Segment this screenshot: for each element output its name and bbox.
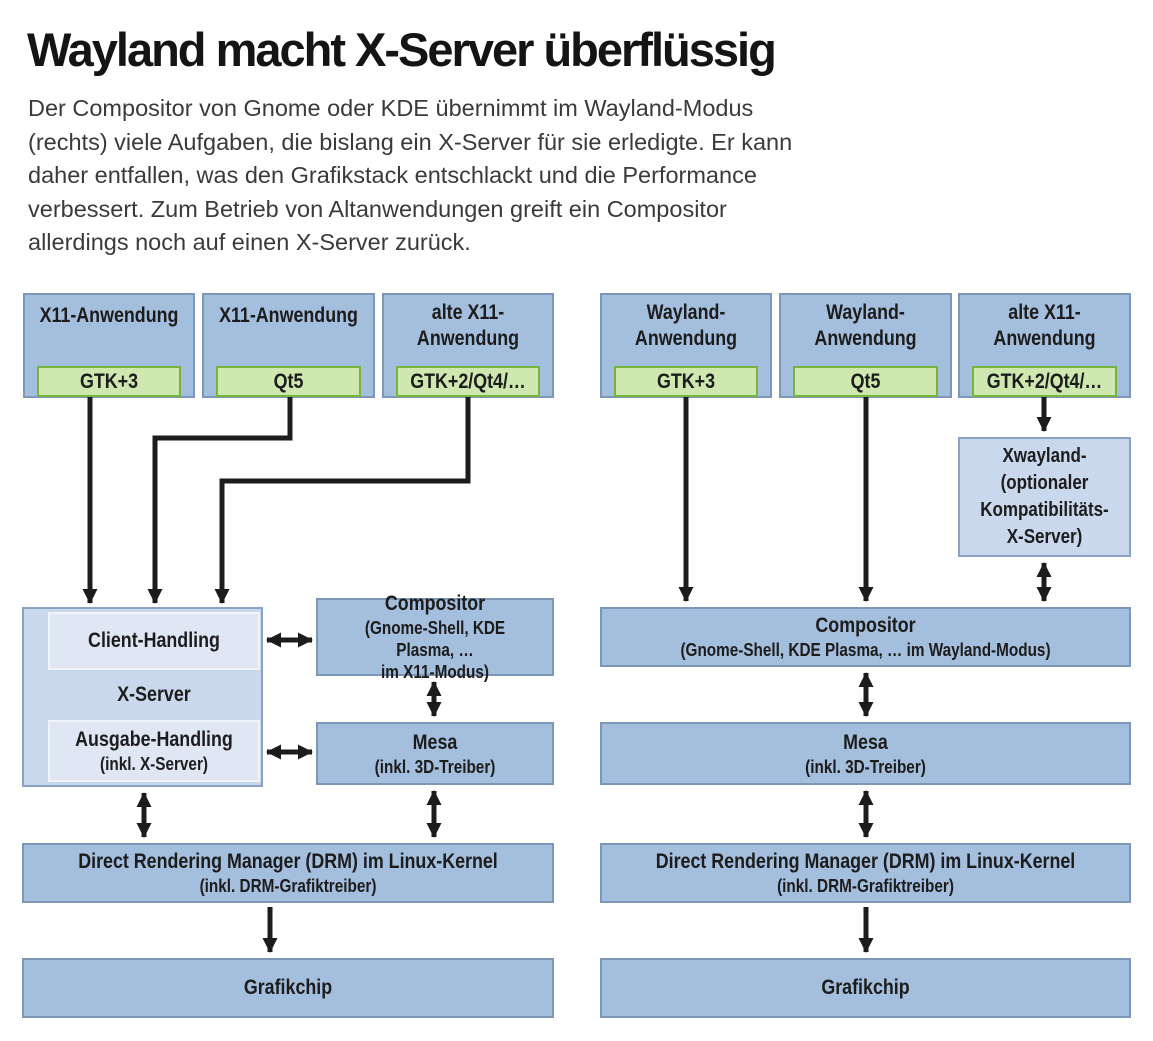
mesa-sub: (inkl. 3D-Treiber) bbox=[805, 756, 926, 777]
arrow-oldx11-to-xserver bbox=[214, 397, 471, 604]
client-handling-box: Client-Handling bbox=[48, 612, 260, 670]
intro-paragraph: Der Compositor von Gnome oder KDE überni… bbox=[28, 95, 793, 255]
client-handling-label: Client-Handling bbox=[88, 629, 220, 652]
toolkit-box-gtk2-qt4-right: GTK+2/Qt4/… bbox=[972, 366, 1117, 397]
compositor-sub: (Gnome-Shell, KDE Plasma, … im X11-Modus… bbox=[364, 618, 506, 682]
drm-title: Direct Rendering Manager (DRM) im Linux-… bbox=[655, 850, 1076, 873]
xwayland-label: Xwayland- (optionaler Kompatibilitäts- X… bbox=[980, 445, 1109, 548]
grafikchip-box-left: Grafikchip bbox=[22, 958, 554, 1018]
compositor-sub: (Gnome-Shell, KDE Plasma, … im Wayland-M… bbox=[680, 640, 1051, 660]
xserver-label: X-Server bbox=[117, 683, 191, 706]
mesa-box-left: Mesa (inkl. 3D-Treiber) bbox=[316, 722, 554, 785]
drm-title: Direct Rendering Manager (DRM) im Linux-… bbox=[78, 850, 498, 873]
toolkit-label: GTK+3 bbox=[79, 369, 139, 393]
wayland-app-box-1: Wayland- Anwendung GTK+3 bbox=[600, 293, 772, 398]
app-title: Wayland- Anwendung bbox=[634, 301, 738, 350]
toolkit-label: Qt5 bbox=[850, 369, 881, 393]
toolkit-label: GTK+2/Qt4/… bbox=[986, 369, 1103, 393]
grafikchip-label: Grafikchip bbox=[821, 976, 910, 999]
toolkit-box-qt5: Qt5 bbox=[216, 366, 361, 397]
toolkit-box-gtk3: GTK+3 bbox=[37, 366, 181, 397]
compositor-title: Compositor bbox=[815, 614, 916, 637]
toolkit-box-qt5-right: Qt5 bbox=[793, 366, 938, 397]
app-title: alte X11- Anwendung bbox=[416, 301, 520, 350]
xserver-label-area: X-Server bbox=[48, 670, 260, 720]
compositor-box-right: Compositor (Gnome-Shell, KDE Plasma, … i… bbox=[600, 607, 1131, 667]
drm-box-right: Direct Rendering Manager (DRM) im Linux-… bbox=[600, 843, 1131, 903]
xserver-box: Client-Handling X-Server Ausgabe-Handlin… bbox=[22, 607, 263, 787]
old-x11-app-box-right: alte X11- Anwendung GTK+2/Qt4/… bbox=[958, 293, 1131, 398]
toolkit-box-gtk3-right: GTK+3 bbox=[614, 366, 758, 397]
app-title: X11-Anwendung bbox=[219, 304, 358, 327]
toolkit-label: GTK+2/Qt4/… bbox=[410, 369, 526, 393]
mesa-box-right: Mesa (inkl. 3D-Treiber) bbox=[600, 722, 1131, 785]
toolkit-label: GTK+3 bbox=[656, 369, 716, 393]
drm-box-left: Direct Rendering Manager (DRM) im Linux-… bbox=[22, 843, 554, 903]
old-x11-app-box-left: alte X11- Anwendung GTK+2/Qt4/… bbox=[382, 293, 554, 398]
grafikchip-box-right: Grafikchip bbox=[600, 958, 1131, 1018]
toolkit-box-gtk2-qt4: GTK+2/Qt4/… bbox=[396, 366, 540, 397]
mesa-title: Mesa bbox=[843, 730, 888, 754]
app-title: Wayland- Anwendung bbox=[814, 301, 917, 350]
output-handling-box: Ausgabe-Handling (inkl. X-Server) bbox=[48, 720, 260, 782]
app-title: X11-Anwendung bbox=[39, 304, 179, 327]
output-handling-sub: (inkl. X-Server) bbox=[99, 754, 208, 774]
mesa-title: Mesa bbox=[412, 730, 458, 754]
wayland-app-box-2: Wayland- Anwendung Qt5 bbox=[779, 293, 952, 398]
arrow-qt5-to-xserver bbox=[147, 397, 293, 604]
grafikchip-label: Grafikchip bbox=[243, 976, 333, 999]
app-title: alte X11- Anwendung bbox=[993, 301, 1096, 350]
toolkit-label: Qt5 bbox=[273, 369, 304, 393]
drm-sub: (inkl. DRM-Grafiktreiber) bbox=[199, 876, 377, 896]
page-title: Wayland macht X-Server überflüssig bbox=[27, 23, 777, 76]
mesa-sub: (inkl. 3D-Treiber) bbox=[374, 756, 496, 777]
compositor-box-left: Compositor (Gnome-Shell, KDE Plasma, … i… bbox=[316, 592, 554, 682]
compositor-title: Compositor bbox=[384, 592, 486, 615]
output-handling-label: Ausgabe-Handling bbox=[75, 728, 233, 751]
xwayland-box: Xwayland- (optionaler Kompatibilitäts- X… bbox=[958, 437, 1131, 557]
drm-sub: (inkl. DRM-Grafiktreiber) bbox=[777, 876, 954, 896]
x11-app-box-2: X11-Anwendung Qt5 bbox=[202, 293, 375, 398]
x11-app-box-1: X11-Anwendung GTK+3 bbox=[23, 293, 195, 398]
